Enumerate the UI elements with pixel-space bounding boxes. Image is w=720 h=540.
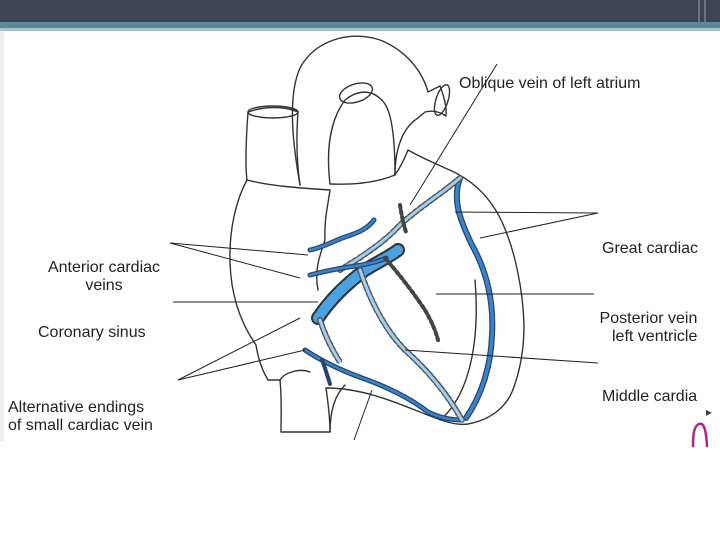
label-coronary-sinus: Coronary sinus bbox=[38, 324, 146, 341]
oblique-vein bbox=[398, 203, 408, 234]
slide-nav-arrow-icon[interactable]: ▸ bbox=[706, 405, 713, 419]
heart-vein-diagram: Oblique vein of left atrium Great cardia… bbox=[0, 31, 720, 441]
great-cardiac-vein bbox=[453, 175, 496, 421]
posterior-vein-left-ventricle bbox=[383, 256, 440, 342]
arch-opening bbox=[338, 82, 374, 104]
label-oblique-vein: Oblique vein of left atrium bbox=[459, 75, 641, 92]
pen-annotation-mark bbox=[691, 422, 709, 448]
label-anterior-line1: Anterior cardiac bbox=[47, 259, 161, 276]
aorta-outline bbox=[291, 35, 447, 186]
veins bbox=[302, 175, 496, 423]
label-alternative-endings: Alternative endings of small cardiac vei… bbox=[8, 399, 153, 435]
header-divider bbox=[704, 0, 706, 22]
small-cardiac-branch bbox=[320, 358, 332, 386]
label-posterior-line2: left ventricle bbox=[612, 328, 698, 345]
slide-header-bar bbox=[0, 0, 720, 22]
label-alternative-line2: of small cardiac vein bbox=[8, 417, 153, 434]
label-middle-cardiac: Middle cardia bbox=[602, 388, 698, 405]
header-accent-stripe bbox=[0, 22, 720, 28]
header-divider bbox=[698, 0, 700, 22]
anterior-cardiac-vein-1 bbox=[307, 217, 377, 253]
header-accent-stripe-light bbox=[0, 28, 720, 31]
atrial-groove bbox=[246, 179, 331, 291]
svc-outline bbox=[245, 106, 301, 186]
svc-opening bbox=[247, 105, 299, 119]
pulmonary-opening bbox=[433, 83, 451, 117]
label-posterior-vein: Posterior vein left ventricle bbox=[596, 310, 698, 346]
label-anterior-line2: veins bbox=[85, 277, 123, 294]
heart-illustration bbox=[169, 35, 599, 441]
ventricle-border bbox=[439, 279, 477, 421]
label-anterior-cardiac-veins: Anterior cardiac veins bbox=[30, 259, 178, 295]
aorta-inner bbox=[327, 91, 396, 185]
label-alternative-line1: Alternative endings bbox=[8, 399, 145, 416]
ventricle-groove bbox=[329, 384, 346, 433]
leader-lines bbox=[169, 63, 599, 441]
ivc-outline bbox=[279, 369, 311, 381]
label-great-cardiac: Great cardiac bbox=[602, 240, 699, 257]
slide-left-edge bbox=[0, 31, 4, 441]
label-posterior-line1: Posterior vein bbox=[599, 310, 698, 327]
